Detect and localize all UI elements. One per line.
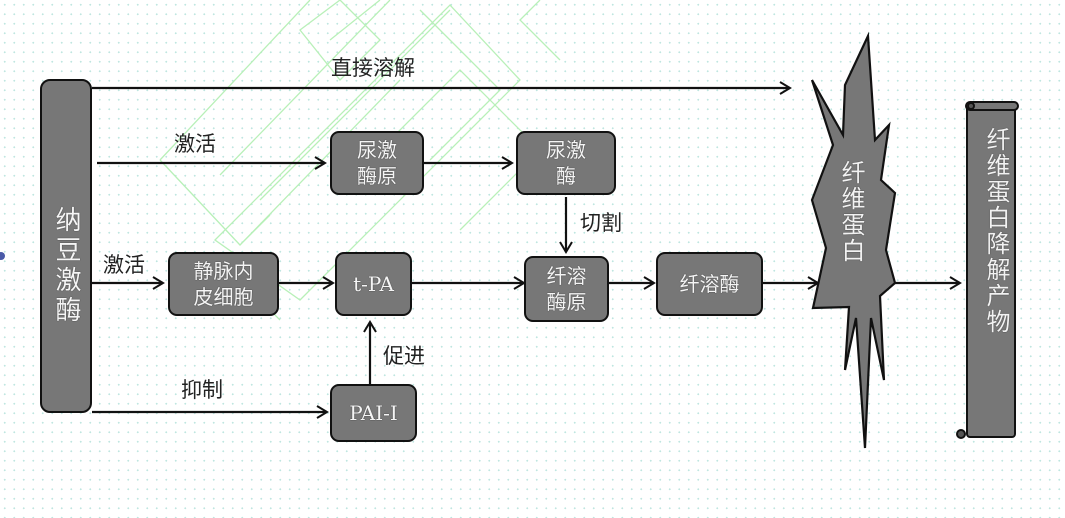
node-endothelial: 静脉内 皮细胞 <box>168 252 279 316</box>
node-pro-urokinase: 尿激 酶原 <box>330 131 424 195</box>
node-fibrin-label: 纤维蛋白 <box>837 160 865 264</box>
edge-label-inhibit: 抑制 <box>181 378 223 402</box>
fibrin-starburst <box>810 31 897 449</box>
node-pai: PAI-I <box>330 384 417 442</box>
node-nattokinase: 纳豆激酶 <box>40 79 92 413</box>
node-urokinase-label: 尿激 酶 <box>546 138 586 188</box>
node-plasmin-label: 纤溶酶 <box>679 272 740 296</box>
products-scroll <box>956 101 1019 439</box>
node-nattokinase-label: 纳豆激酶 <box>51 206 81 326</box>
slide-bullet <box>0 252 5 260</box>
node-urokinase: 尿激 酶 <box>516 131 616 195</box>
edge-label-promote: 促进 <box>383 344 425 368</box>
node-plasminogen-label: 纤溶 酶原 <box>546 264 587 314</box>
node-pai-label: PAI-I <box>349 401 398 425</box>
edge-label-direct-dissolve: 直接溶解 <box>331 56 415 80</box>
node-plasminogen: 纤溶 酶原 <box>524 256 609 322</box>
edge-label-activate-top: 激活 <box>174 132 216 156</box>
edge-label-cleave: 切割 <box>580 211 622 235</box>
node-endothelial-label: 静脉内 皮细胞 <box>193 259 254 309</box>
node-products-label: 纤维蛋白降解产物 <box>982 127 1010 335</box>
edge-label-activate-mid: 激活 <box>103 253 145 277</box>
node-plasmin: 纤溶酶 <box>656 252 763 316</box>
node-tpa-label: t-PA <box>353 272 394 296</box>
node-tpa: t-PA <box>335 252 412 316</box>
node-pro-urokinase-label: 尿激 酶原 <box>357 138 397 188</box>
